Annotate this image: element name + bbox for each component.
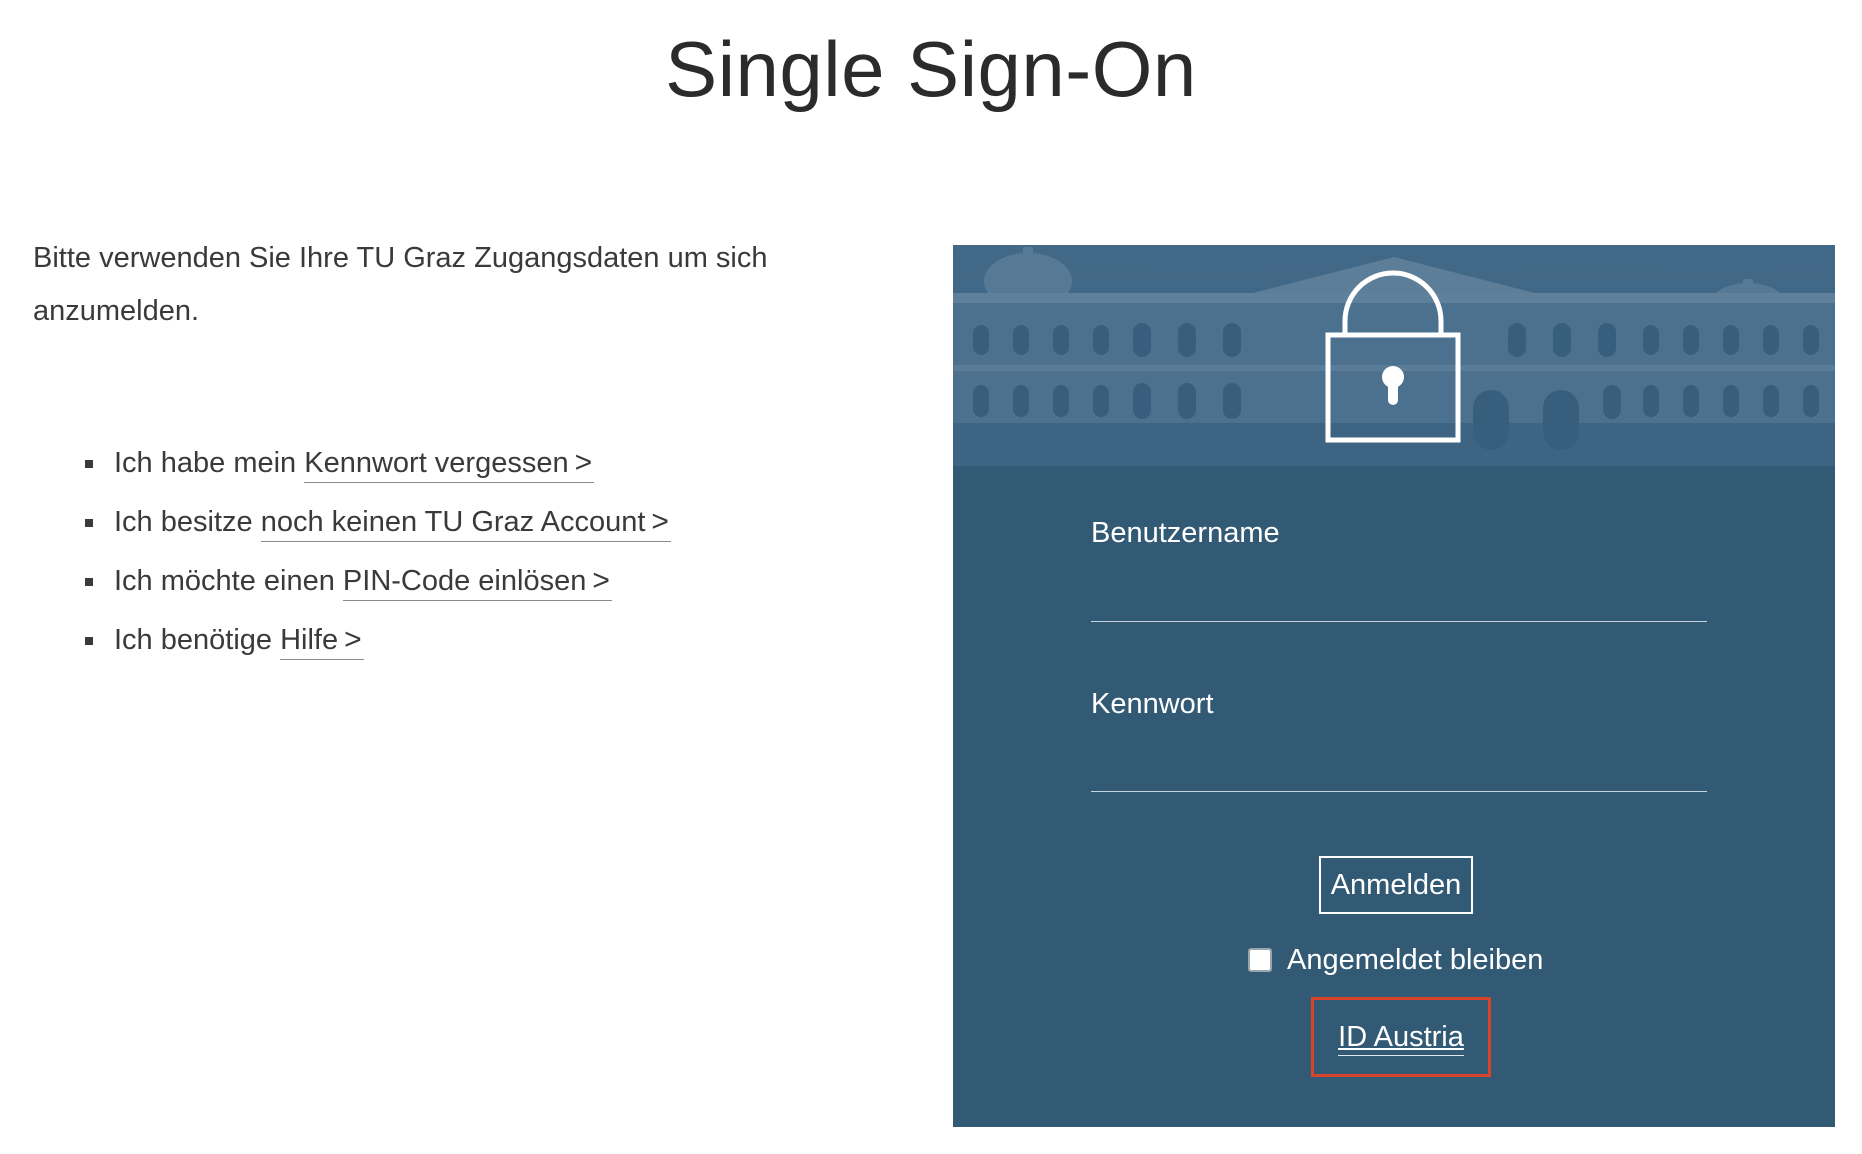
help-link-text: Hilfe	[280, 624, 339, 656]
chevron-right-icon: >	[344, 623, 362, 656]
chevron-right-icon: >	[574, 446, 593, 479]
list-item-pin-code: Ich möchte einen PIN-Code einlösen>	[85, 551, 671, 610]
password-label: Kennwort	[1091, 688, 1214, 720]
id-austria-highlight: ID Austria	[1311, 997, 1491, 1077]
padlock-icon	[1325, 270, 1461, 443]
password-input[interactable]	[1091, 751, 1707, 792]
list-item-prefix: Ich möchte einen	[114, 565, 343, 597]
forgot-password-link-text: Kennwort vergessen	[304, 447, 569, 479]
username-input[interactable]	[1091, 581, 1707, 622]
remember-me-checkbox[interactable]	[1248, 948, 1272, 972]
list-item-help: Ich benötige Hilfe>	[85, 610, 671, 669]
chevron-right-icon: >	[592, 564, 610, 597]
forgot-password-link[interactable]: Kennwort vergessen>	[304, 446, 595, 483]
login-button[interactable]: Anmelden	[1319, 856, 1473, 914]
redeem-pin-link-text: PIN-Code einlösen	[342, 565, 587, 597]
remember-me-label: Angemeldet bleiben	[1287, 943, 1544, 976]
help-link[interactable]: Hilfe>	[280, 623, 364, 660]
page-title: Single Sign-On	[665, 25, 1197, 113]
list-item-prefix: Ich besitze	[114, 506, 261, 538]
id-austria-link[interactable]: ID Austria	[1314, 1020, 1488, 1056]
redeem-pin-link[interactable]: PIN-Code einlösen>	[342, 564, 612, 601]
list-item-prefix: Ich benötige	[114, 624, 281, 656]
intro-text: Bitte verwenden Sie Ihre TU Graz Zugangs…	[33, 242, 768, 327]
list-item-prefix: Ich habe mein	[114, 447, 305, 479]
list-item-forgot-password: Ich habe mein Kennwort vergessen>	[85, 433, 671, 492]
chevron-right-icon: >	[651, 505, 669, 538]
id-austria-link-text: ID Austria	[1338, 1021, 1464, 1056]
login-panel: Benutzername Kennwort Anmelden Angemelde…	[953, 245, 1835, 1127]
create-account-link-text: noch keinen TU Graz Account	[260, 506, 646, 538]
hero-banner	[953, 245, 1835, 466]
remember-me-row[interactable]: Angemeldet bleiben	[1248, 940, 1543, 980]
create-account-link[interactable]: noch keinen TU Graz Account>	[260, 505, 671, 542]
help-links-list: Ich habe mein Kennwort vergessen> Ich be…	[85, 433, 671, 669]
list-item-no-account: Ich besitze noch keinen TU Graz Account>	[85, 492, 671, 551]
username-label: Benutzername	[1091, 517, 1280, 549]
